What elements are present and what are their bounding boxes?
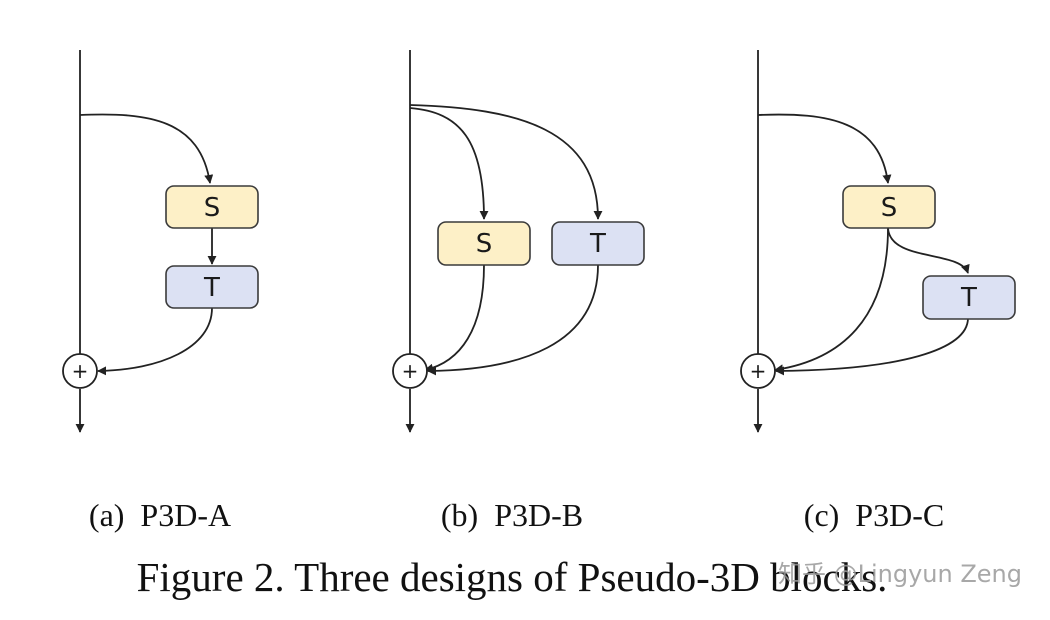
a-temporal-box: [165, 265, 259, 309]
c-edge-t-to-plus: [775, 317, 969, 376]
a-temporal-label: T: [203, 273, 220, 303]
a-sum-label: +: [72, 359, 89, 383]
a-edge-t-to-plus: [97, 307, 213, 376]
b-spatial-box: [437, 221, 531, 266]
b-edge-t-to-plus: [427, 264, 599, 376]
a-edge-input-to-s: [79, 113, 214, 184]
a-sum-node: [62, 353, 98, 389]
b-edge-input-to-t: [409, 104, 603, 220]
a-caption: (a) P3D-A: [89, 497, 231, 533]
a-spatial-box: [165, 185, 259, 229]
block-a: S T + (a) P3D-A: [62, 50, 259, 533]
b-edge-input-to-s: [409, 107, 489, 220]
block-c: S T + (c) P3D-C: [740, 50, 1016, 533]
figure-caption: Figure 2. Three designs of Pseudo-3D blo…: [137, 554, 888, 600]
c-edge-s-to-t: [887, 227, 970, 274]
b-temporal-label: T: [589, 229, 606, 259]
block-b: S T + (b) P3D-B: [392, 50, 645, 533]
c-edge-input-to-s: [757, 113, 892, 184]
c-caption: (c) P3D-C: [804, 497, 944, 533]
c-edge-s-to-plus: [774, 227, 889, 374]
c-temporal-label: T: [960, 283, 977, 313]
c-sum-node: [740, 353, 776, 389]
b-sum-label: +: [402, 359, 419, 383]
c-sum-label: +: [750, 359, 767, 383]
c-spatial-label: S: [881, 193, 898, 223]
b-temporal-box: [551, 221, 645, 266]
b-spatial-label: S: [476, 229, 493, 259]
c-temporal-box: [922, 275, 1016, 320]
b-edge-s-to-plus: [424, 264, 485, 373]
b-caption: (b) P3D-B: [441, 497, 583, 533]
a-spatial-label: S: [204, 193, 221, 223]
c-spatial-box: [842, 185, 936, 229]
watermark: 知乎 @Lingyun Zeng: [778, 560, 1022, 588]
b-sum-node: [392, 353, 428, 389]
